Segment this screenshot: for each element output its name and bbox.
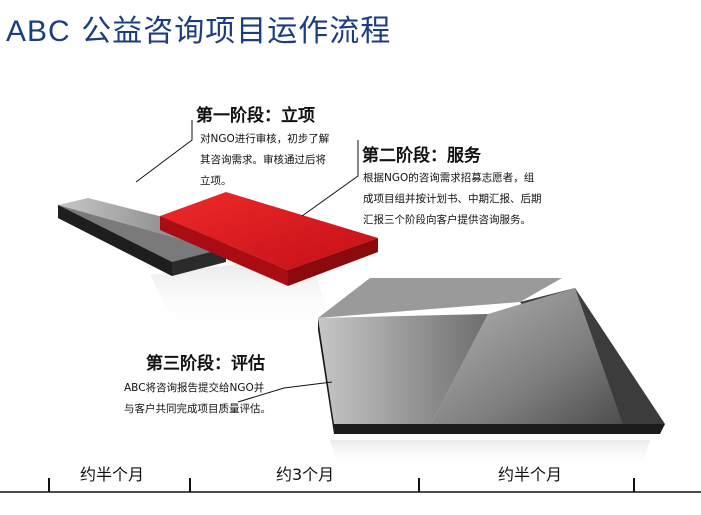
timeline-label-stage3: 约半个月 [498, 465, 563, 484]
shadow-right [330, 440, 650, 470]
stage2-line: 成项目组并按计划书、中期汇报、后期 [363, 193, 542, 205]
stage1-line: 其咨询需求。审核通过后将 [200, 154, 326, 166]
stage1-line: 立项。 [200, 175, 232, 187]
title-text: 公益咨询项目运作流程 [81, 14, 392, 49]
stage1-description: 对NGO进行审核，初步了解 其咨询需求。审核通过后将 立项。 [200, 129, 329, 192]
stage3-line: ABC将咨询报告提交给NGO并 [124, 382, 265, 394]
stage3-line: 与客户共同完成项目质量评估。 [124, 403, 271, 415]
stage1-line: 对NGO进行审核，初步了解 [200, 133, 330, 145]
callout-line-stage2 [301, 140, 359, 217]
stage3-description: ABC将咨询报告提交给NGO并 与客户共同完成项目质量评估。 [124, 378, 271, 420]
stage2-red-block [160, 192, 378, 286]
title-abc: ABC [6, 15, 71, 48]
stage2-heading: 第二阶段：服务 [362, 146, 481, 166]
callout-line-stage3 [237, 381, 333, 403]
stage1-heading: 第一阶段：立项 [196, 106, 315, 126]
callout-line-stage1 [135, 120, 193, 183]
stage2-line: 汇报三个阶段向客户提供咨询服务。 [363, 214, 531, 226]
stage3-arrow [318, 278, 665, 434]
stage2-line: 根据NGO的咨询需求招募志愿者，组 [363, 172, 535, 184]
timeline-label-stage2: 约3个月 [276, 465, 335, 484]
timeline-label-stage1: 约半个月 [80, 465, 145, 484]
stage2-description: 根据NGO的咨询需求招募志愿者，组 成项目组并按计划书、中期汇报、后期 汇报三个… [363, 168, 542, 231]
stage3-heading: 第三阶段：评估 [146, 354, 265, 374]
page-title: ABC 公益咨询项目运作流程 [6, 6, 391, 50]
